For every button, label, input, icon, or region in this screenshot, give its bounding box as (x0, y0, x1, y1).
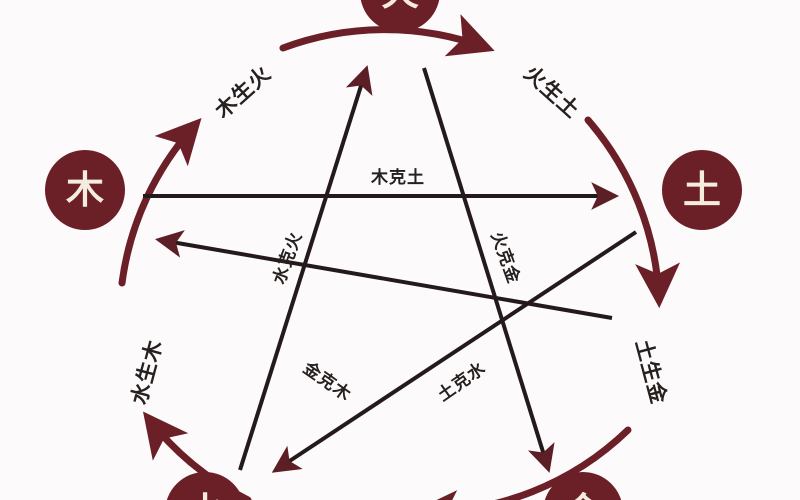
earth-badge-label: 土 (683, 168, 721, 212)
metal-badge-label: 金 (563, 490, 603, 500)
water-badge-circle (166, 472, 244, 500)
earth-badge[interactable]: 土 (662, 150, 742, 230)
label-wood-overcomes-earth: 木克土 (370, 167, 425, 188)
overcoming-cycle-star (143, 65, 638, 473)
wood-badge[interactable]: 木 (45, 150, 125, 230)
label-metal-overcomes-wood: 金克木 (298, 357, 355, 406)
star-line-metal-to-wood (155, 230, 613, 320)
water-badge[interactable]: 水 (165, 472, 245, 500)
wood-badge-label: 木 (66, 168, 104, 212)
star-line-water-to-fire (238, 65, 373, 471)
star-line-earth-to-water (271, 230, 638, 473)
arc-metal-to-water (411, 426, 632, 500)
label-earth-overcomes-water: 土克水 (434, 358, 490, 406)
arc-earth-to-metal (584, 116, 681, 309)
water-badge-label: 水 (186, 490, 225, 500)
label-earth-generates-metal: 土生金 (631, 337, 671, 407)
label-water-generates-wood: 水生木 (127, 337, 167, 407)
generating-cycle-labels: 木生火 火生土 土生金 水生木 (127, 61, 671, 407)
metal-badge[interactable]: 金 (543, 472, 623, 500)
arc-wood-to-fire (118, 117, 202, 287)
fire-badge[interactable]: 火 (360, 0, 440, 32)
label-wood-generates-fire: 木生火 (210, 61, 276, 124)
star-line-fire-to-metal (422, 67, 555, 473)
wood-badge-circle (45, 150, 125, 230)
element-badges: 火 木 土 水 金 (45, 0, 742, 500)
metal-badge-circle (544, 472, 622, 500)
arc-fire-to-earth (279, 14, 495, 57)
overcoming-cycle-labels: 木克土 火克金 土克水 金克木 水克火 (268, 167, 524, 406)
label-fire-overcomes-metal: 火克金 (486, 229, 524, 287)
fire-badge-label: 火 (381, 0, 419, 14)
label-fire-generates-earth: 火生土 (519, 61, 584, 123)
fire-badge-circle (360, 0, 440, 32)
earth-badge-circle (662, 150, 742, 230)
